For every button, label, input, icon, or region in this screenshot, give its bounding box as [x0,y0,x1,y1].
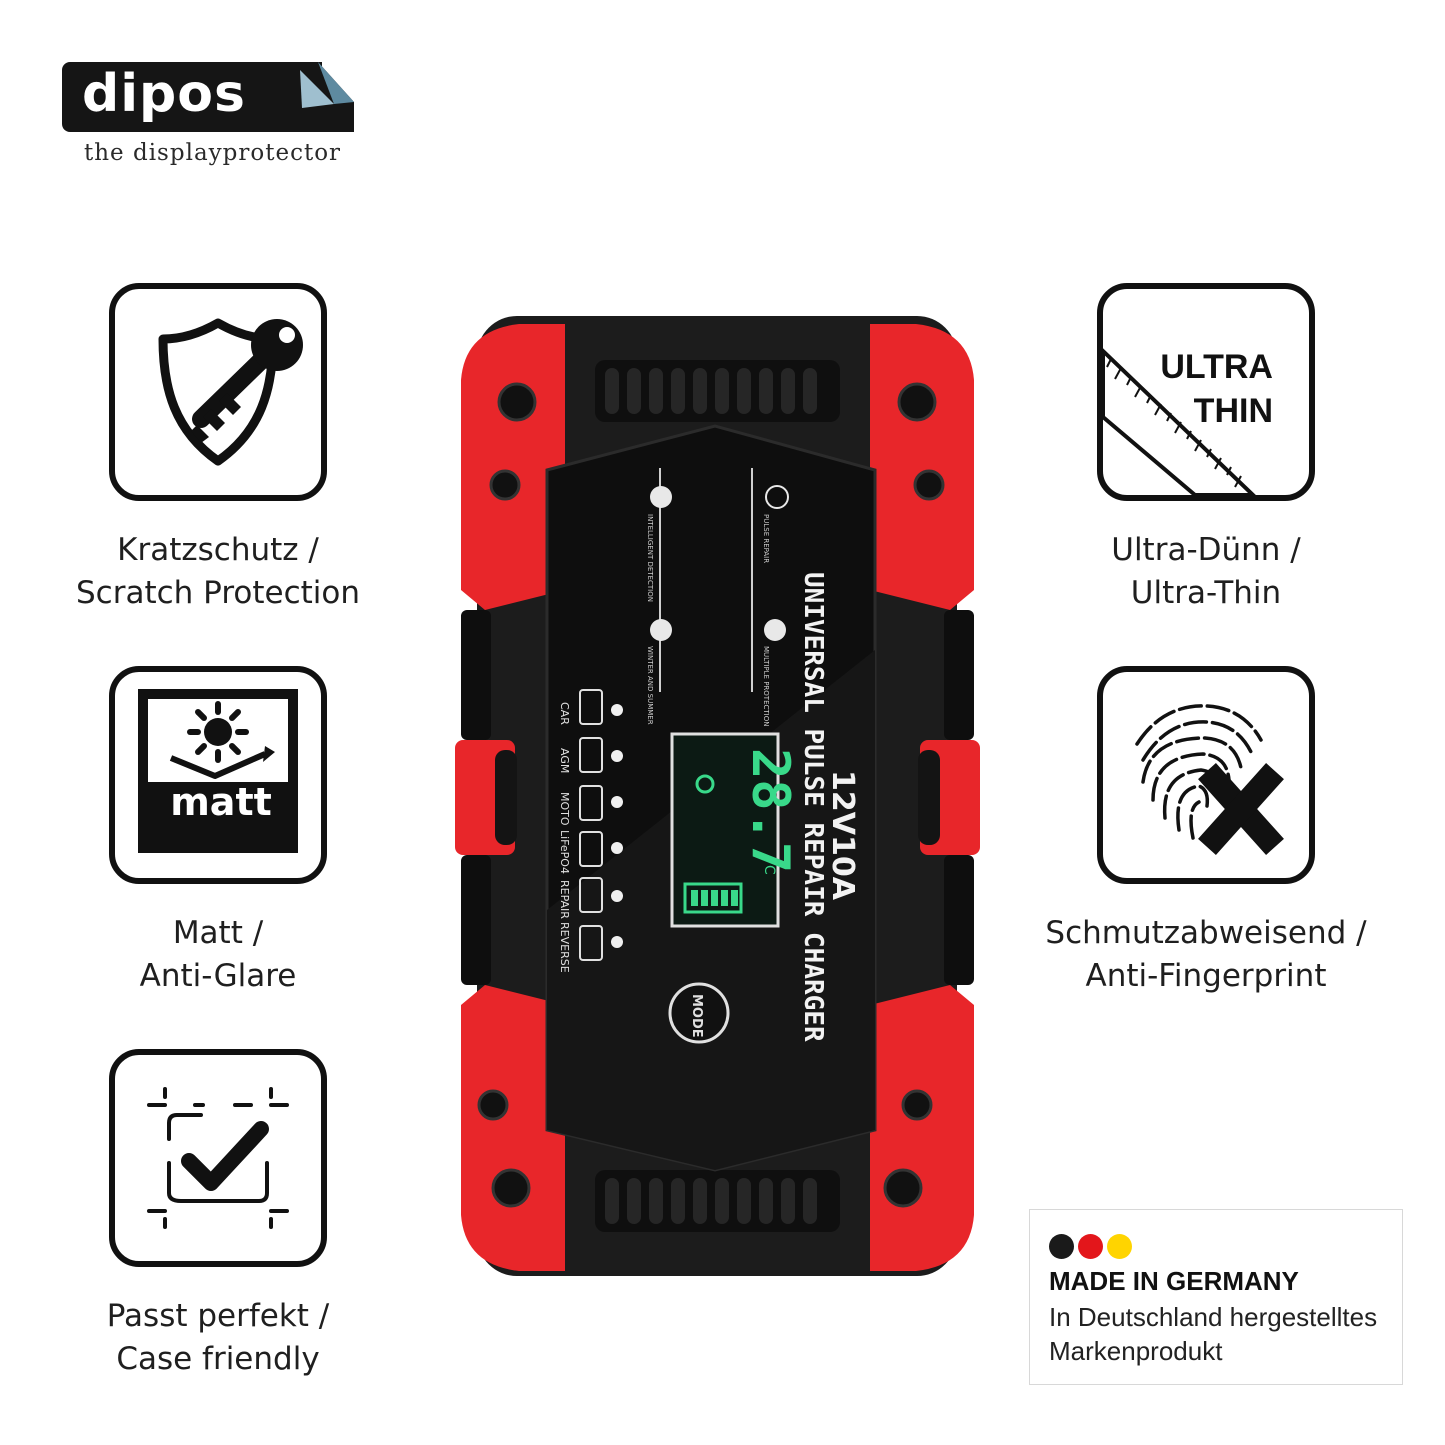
shield-key-icon [158,318,303,466]
feature-anti-fingerprint: Schmutzabweisend / Anti-Fingerprint [1041,666,1371,998]
feature-tile: ULTRA THIN [1097,283,1315,501]
caption-line-1: Kratzschutz / [117,532,319,568]
feature-case-friendly: Passt perfekt / Case friendly [53,1049,383,1381]
brand-logo: dipos [62,62,354,132]
badge-title: MADE IN GERMANY [1049,1266,1299,1296]
mode-label-moto: MOTO [558,792,571,826]
logo-text: dipos [82,64,246,124]
mode-label-car: CAR [558,702,571,725]
badge-subtitle: In Deutschland hergestelltes Markenprodu… [1049,1300,1399,1368]
flag-dot-gold [1107,1234,1132,1259]
caption-line-1: Passt perfekt / [106,1298,330,1334]
caption-line-2: Anti-Glare [139,958,297,994]
flag-dot-black [1049,1234,1074,1259]
feature-tile: matt [109,666,327,884]
caption-line-2: Scratch Protection [76,575,360,611]
badge-line-1: In Deutschland hergestelltes [1049,1302,1378,1332]
caption-line-2: Anti-Fingerprint [1085,958,1327,994]
caption-line-2: Ultra-Thin [1130,575,1282,611]
flag-dot-red [1078,1234,1103,1259]
logo-box [62,62,322,132]
mode-button[interactable] [668,982,730,1044]
page-corner-icon [298,62,354,132]
feature-caption: Kratzschutz / Scratch Protection [53,529,383,615]
badge-line-2: Markenprodukt [1049,1336,1223,1366]
feature-tile [109,1049,327,1267]
feature-scratch-protection: Kratzschutz / Scratch Protection [53,283,383,615]
matt-label: matt [170,780,272,824]
product-title: UNIVERSAL PULSE REPAIR CHARGER [798,572,828,1042]
caption-line-2: Case friendly [116,1341,320,1377]
feature-caption: Schmutzabweisend / Anti-Fingerprint [1041,912,1371,998]
caption-line-1: Ultra-Dünn / [1111,532,1301,568]
caption-line-1: Schmutzabweisend / [1045,915,1367,951]
indicator-label-protection: MULTIPLE PROTECTION [762,646,770,726]
indicator-label-winter-summer: WINTER AND SUMMER [646,646,654,725]
mode-label-lifepo4: LiFePO4 [558,830,571,874]
thin-label: THIN [1193,392,1273,430]
battery-charger-image: 28.7 °C UNIVERSAL PULSE REPAIR CHARGER 1… [455,316,980,1276]
feature-caption: Passt perfekt / Case friendly [53,1295,383,1381]
made-in-germany-badge: MADE IN GERMANY In Deutschland hergestel… [1029,1209,1403,1385]
product-model: 12V10A [825,770,860,901]
lcd-value: 28.7 [740,748,800,873]
feature-tile [1097,666,1315,884]
lcd-unit: °C [761,858,777,875]
brand-tagline: the displayprotector [84,140,342,166]
mode-label-agm: AGM [558,748,571,773]
ultra-thin-label: ULTRA THIN [1143,345,1273,433]
caption-line-1: Matt / [172,915,264,951]
indicator-label-pulse-repair: PULSE REPAIR [762,514,770,563]
indicator-label-detection: INTELLIGENT DETECTION [646,514,654,602]
case-check-icon [147,1087,289,1229]
fingerprint-x-icon [1135,704,1284,855]
feature-caption: Matt / Anti-Glare [53,912,383,998]
feature-matt-anti-glare: matt Matt / Anti-Glare [53,666,383,998]
mode-label-reverse: REVERSE [558,922,571,973]
mode-button-label: MODE [689,994,704,1038]
feature-tile [109,283,327,501]
germany-flag-dots [1049,1234,1136,1263]
feature-caption: Ultra-Dünn / Ultra-Thin [1041,529,1371,615]
ultra-label: ULTRA [1160,348,1273,386]
ultra-thin-ruler-icon [1103,348,1256,495]
mode-label-repair: REPAIR [558,880,571,919]
feature-ultra-thin: ULTRA THIN Ultra-Dünn / Ultra-Thin [1041,283,1371,615]
matt-sun-icon [138,689,298,853]
